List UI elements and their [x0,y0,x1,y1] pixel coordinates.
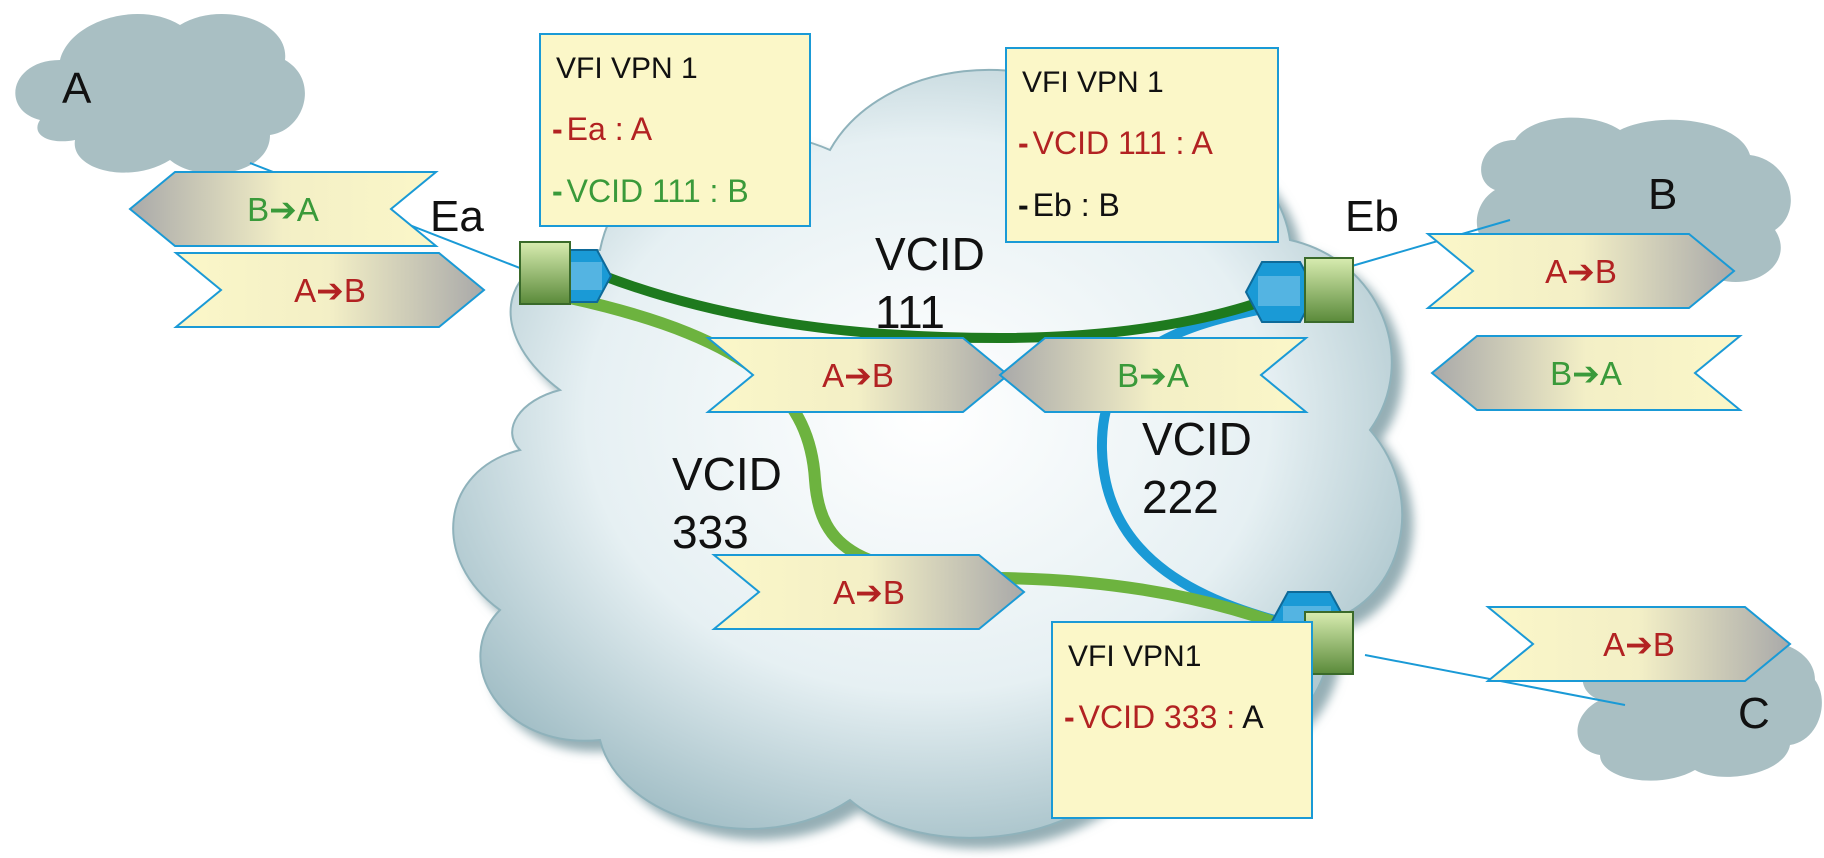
table-title: VFI VPN 1 [1022,66,1164,99]
packet-a-to-b-core-lower: A➔B [711,554,1026,630]
vcid-333-label-number: 333 [672,506,749,558]
table-title: VFI VPN1 [1068,640,1201,673]
packet-source: A [1545,253,1567,290]
packet-label: A➔B [833,573,905,612]
site-a-label: A [62,64,92,113]
packet-source: B [1117,357,1139,394]
packet-b-to-a-core: B➔A [998,337,1309,413]
entry-dash: - [1064,699,1075,735]
packet-source: A [833,574,855,611]
vcid-111-label: VCID 111 [875,228,998,338]
packet-b-to-a-site-a: B➔A [128,171,439,247]
arrow-right-icon: ➔ [316,271,344,310]
table-entry: -Ea : A [552,111,653,147]
vcid-222-label-word: VCID [1142,413,1252,465]
table-entry: -Eb : B [1018,187,1120,223]
table-title: VFI VPN 1 [556,52,698,85]
entry-suffix: A [1242,699,1264,735]
packet-destination: B [1595,253,1617,290]
arrow-right-icon: ➔ [855,573,883,612]
packet-shape [705,337,1010,413]
entry-text: VCID 111 : B [567,173,749,209]
arrow-right-icon: ➔ [1139,356,1167,395]
entry-dash: - [1018,125,1029,161]
vcid-111-label-word: VCID [875,228,985,280]
table-panel [1005,47,1279,243]
packet-label: B➔A [1117,356,1189,395]
table-panel [539,33,811,227]
table-entry: -VCID 111 : B [552,173,749,209]
packet-destination: B [1653,626,1675,663]
entry-text: VCID 333 : [1079,699,1243,735]
packet-label: A➔B [1603,625,1675,664]
packet-destination: B [883,574,905,611]
entry-text: VCID 111 : A [1033,125,1214,161]
packet-a-to-b-site-a: A➔B [173,252,486,328]
table-entry: -VCID 333 : A [1064,699,1264,735]
packet-label: A➔B [294,271,366,310]
packet-label: A➔B [822,356,894,395]
router-eb-label: Eb [1345,192,1399,241]
packet-destination: A [297,191,319,228]
vcid-333-label-word: VCID [672,448,782,500]
router-eb: Eb [1244,192,1399,323]
packet-a-to-b-core-upper: A➔B [705,337,1010,413]
packet-shape [711,554,1026,630]
packet-source: A [294,272,316,309]
router-ea: Ea [430,192,613,305]
packet-shape [998,337,1309,413]
arrow-right-icon: ➔ [1572,354,1600,393]
table-panel [1051,621,1313,819]
packet-a-to-b-site-c: A➔B [1485,606,1792,682]
vfi-table-eb: VFI VPN 1-VCID 111 : A-Eb : B [1005,47,1279,243]
router-eb-port [1304,257,1354,323]
entry-text: Ea : A [567,111,653,147]
packet-source: A [1603,626,1625,663]
site-cloud-a: A [15,13,305,174]
packet-label: A➔B [1545,252,1617,291]
vcid-222-label: VCID 222 [1142,413,1265,523]
vcid-333-label: VCID 333 [672,448,795,558]
site-b-label: B [1648,170,1677,219]
entry-text: Eb : B [1033,187,1120,223]
vcid-111-label-number: 111 [875,286,945,338]
site-c-label: C [1738,689,1770,738]
packet-source: B [247,191,269,228]
packet-shape [128,171,439,247]
table-entry: -VCID 111 : A [1018,125,1214,161]
router-ea-label: Ea [430,192,484,241]
entry-dash: - [1018,187,1029,223]
router-ea-port [519,241,571,305]
vfi-table-ea: VFI VPN 1-Ea : A-VCID 111 : B [539,33,811,227]
vfi-table-ec: VFI VPN1 -VCID 333 : A [1051,621,1313,819]
packet-source: A [822,357,844,394]
packet-shape [1425,233,1736,309]
packet-destination: B [872,357,894,394]
packet-a-to-b-site-b: A➔B [1425,233,1736,309]
packet-label: B➔A [247,190,319,229]
packet-destination: A [1600,355,1622,392]
pseudowire-vcid-111 [562,255,1323,344]
packet-label: B➔A [1550,354,1622,393]
vcid-222-label-number: 222 [1142,471,1219,523]
arrow-right-icon: ➔ [1625,625,1653,664]
arrow-right-icon: ➔ [844,356,872,395]
packet-shape [1485,606,1792,682]
packet-shape [173,252,486,328]
packet-b-to-a-site-b: B➔A [1430,335,1743,411]
arrow-right-icon: ➔ [269,190,297,229]
entry-dash: - [552,173,563,209]
packet-destination: B [344,272,366,309]
arrow-right-icon: ➔ [1567,252,1595,291]
packet-shape [1430,335,1743,411]
packet-source: B [1550,355,1572,392]
packet-destination: A [1167,357,1189,394]
attachment-line-b [1344,219,1511,269]
entry-dash: - [552,111,563,147]
